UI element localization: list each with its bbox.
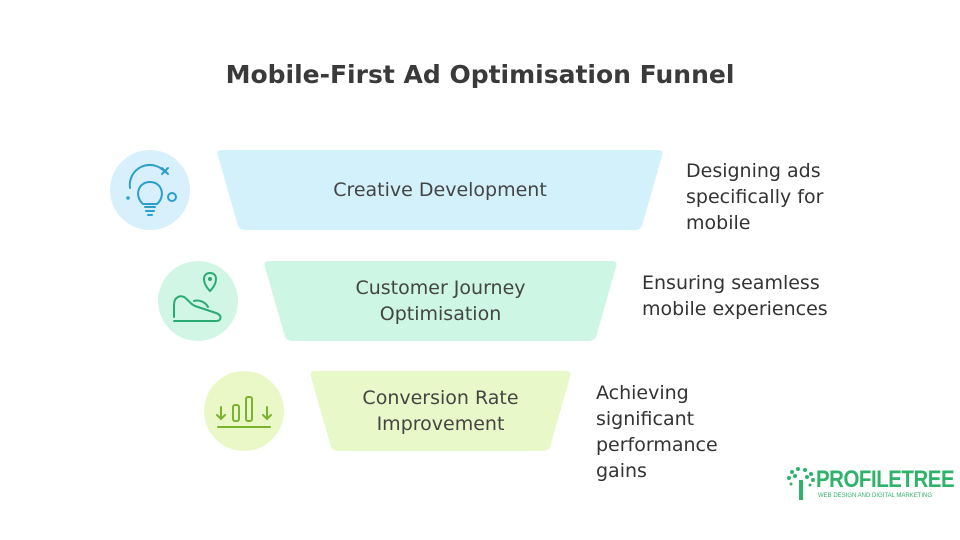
profiletree-logo: PROFILETREE WEB DESIGN AND DIGITAL MARKE…: [786, 466, 955, 506]
tree-icon: [787, 467, 815, 500]
stage-label-3: Conversion Rate Improvement: [362, 387, 519, 435]
funnel-stage-3: Conversion Rate Improvement: [309, 371, 572, 451]
stage-description-2: Ensuring seamless mobile experiences: [642, 272, 828, 320]
logo-name: PROFILETREE: [816, 466, 955, 493]
funnel-stage-2: Customer Journey Optimisation: [263, 261, 618, 341]
funnel-segment-2: [264, 261, 617, 341]
stage-description-3: Achieving significant performance gains: [596, 382, 718, 482]
stage-icon-circle-2: [158, 261, 238, 341]
shoe-location-pin-icon: [173, 271, 222, 322]
stage-icon-circle-1: [110, 150, 190, 230]
stage-label-2: Customer Journey Optimisation: [355, 277, 526, 325]
funnel-segment-3: [310, 371, 571, 451]
stage-icon-circle-3: [204, 371, 284, 451]
stage-label-1: Creative Development: [333, 179, 547, 201]
bar-chart-arrows-icon: [216, 396, 272, 428]
logo-tagline: WEB DESIGN AND DIGITAL MARKETING: [818, 493, 933, 499]
funnel-segment-1: [217, 150, 663, 230]
funnel-stage-1: Creative Development: [216, 150, 664, 230]
page-title: Mobile-First Ad Optimisation Funnel: [225, 60, 735, 89]
stage-description-1: Designing ads specifically for mobile: [686, 160, 824, 234]
lightbulb-icon: [126, 163, 177, 216]
